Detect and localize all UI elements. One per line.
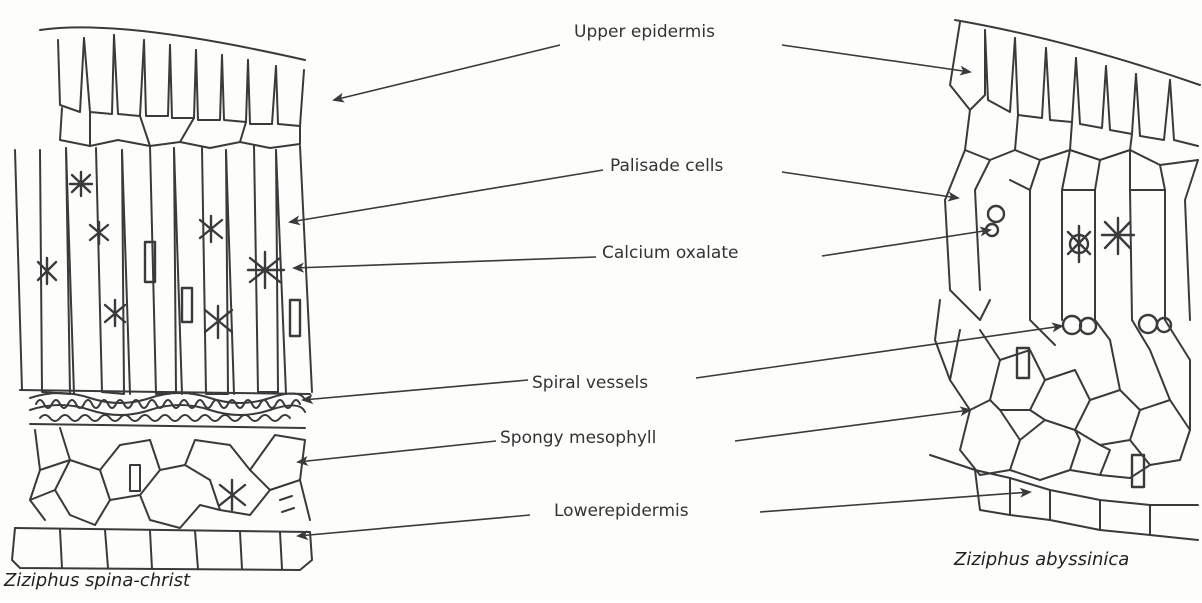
left-upper-epidermis-cells [40, 27, 305, 148]
right-lower-epidermis-cells [930, 455, 1198, 540]
left-calcium-oxalate-crystals [38, 172, 300, 338]
label-upper-epidermis: Upper epidermis [572, 22, 717, 42]
arrow-calcium-oxalate-right [822, 230, 990, 256]
arrow-spiral-vessels-right [696, 326, 1062, 378]
arrow-palisade-left [290, 170, 603, 222]
label-spiral-vessels: Spiral vessels [530, 373, 650, 393]
arrow-calcium-oxalate-left [294, 257, 596, 268]
species-caption-left: Ziziphus spina-christ [4, 570, 190, 591]
leader-arrows [290, 45, 1062, 536]
label-palisade-cells: Palisade cells [608, 156, 725, 176]
right-leaf-section [930, 20, 1200, 540]
label-spongy-mesophyll: Spongy mesophyll [498, 428, 658, 448]
left-spongy-mesophyll [30, 428, 310, 528]
left-spiral-vessels [30, 393, 305, 428]
label-lower-epidermis: Lowerepidermis [552, 501, 691, 521]
left-lower-epidermis-cells [12, 528, 312, 570]
arrow-lower-epidermis-left [298, 515, 530, 536]
label-calcium-oxalate: Calcium oxalate [600, 243, 740, 263]
arrow-spongy-mesophyll-left [298, 441, 496, 462]
arrow-lower-epidermis-right [760, 492, 1030, 512]
arrow-upper-epidermis-right [782, 45, 970, 72]
species-caption-right: Ziziphus abyssinica [954, 549, 1129, 570]
left-leaf-section [12, 27, 312, 570]
arrow-palisade-right [782, 172, 958, 198]
arrow-spiral-vessels-left [303, 380, 528, 400]
arrow-upper-epidermis-left [334, 45, 560, 100]
arrow-spongy-mesophyll-right [735, 410, 970, 441]
right-upper-epidermis-cells [950, 20, 1200, 165]
